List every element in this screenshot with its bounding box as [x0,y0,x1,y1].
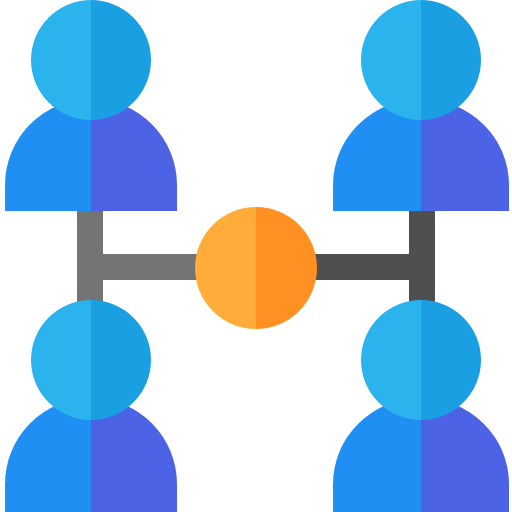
person-body [333,398,509,512]
person-body [5,398,177,512]
person-body [5,99,177,211]
person-icon-top-left [5,0,177,211]
person-icon-bottom-left [5,300,177,512]
hub-node [195,207,317,329]
person-icon-top-right [333,0,509,211]
person-body [333,99,509,211]
person-icon-bottom-right [333,300,509,512]
person-head [31,300,151,420]
person-head [361,0,481,120]
person-head [361,300,481,420]
person-head [31,0,151,120]
